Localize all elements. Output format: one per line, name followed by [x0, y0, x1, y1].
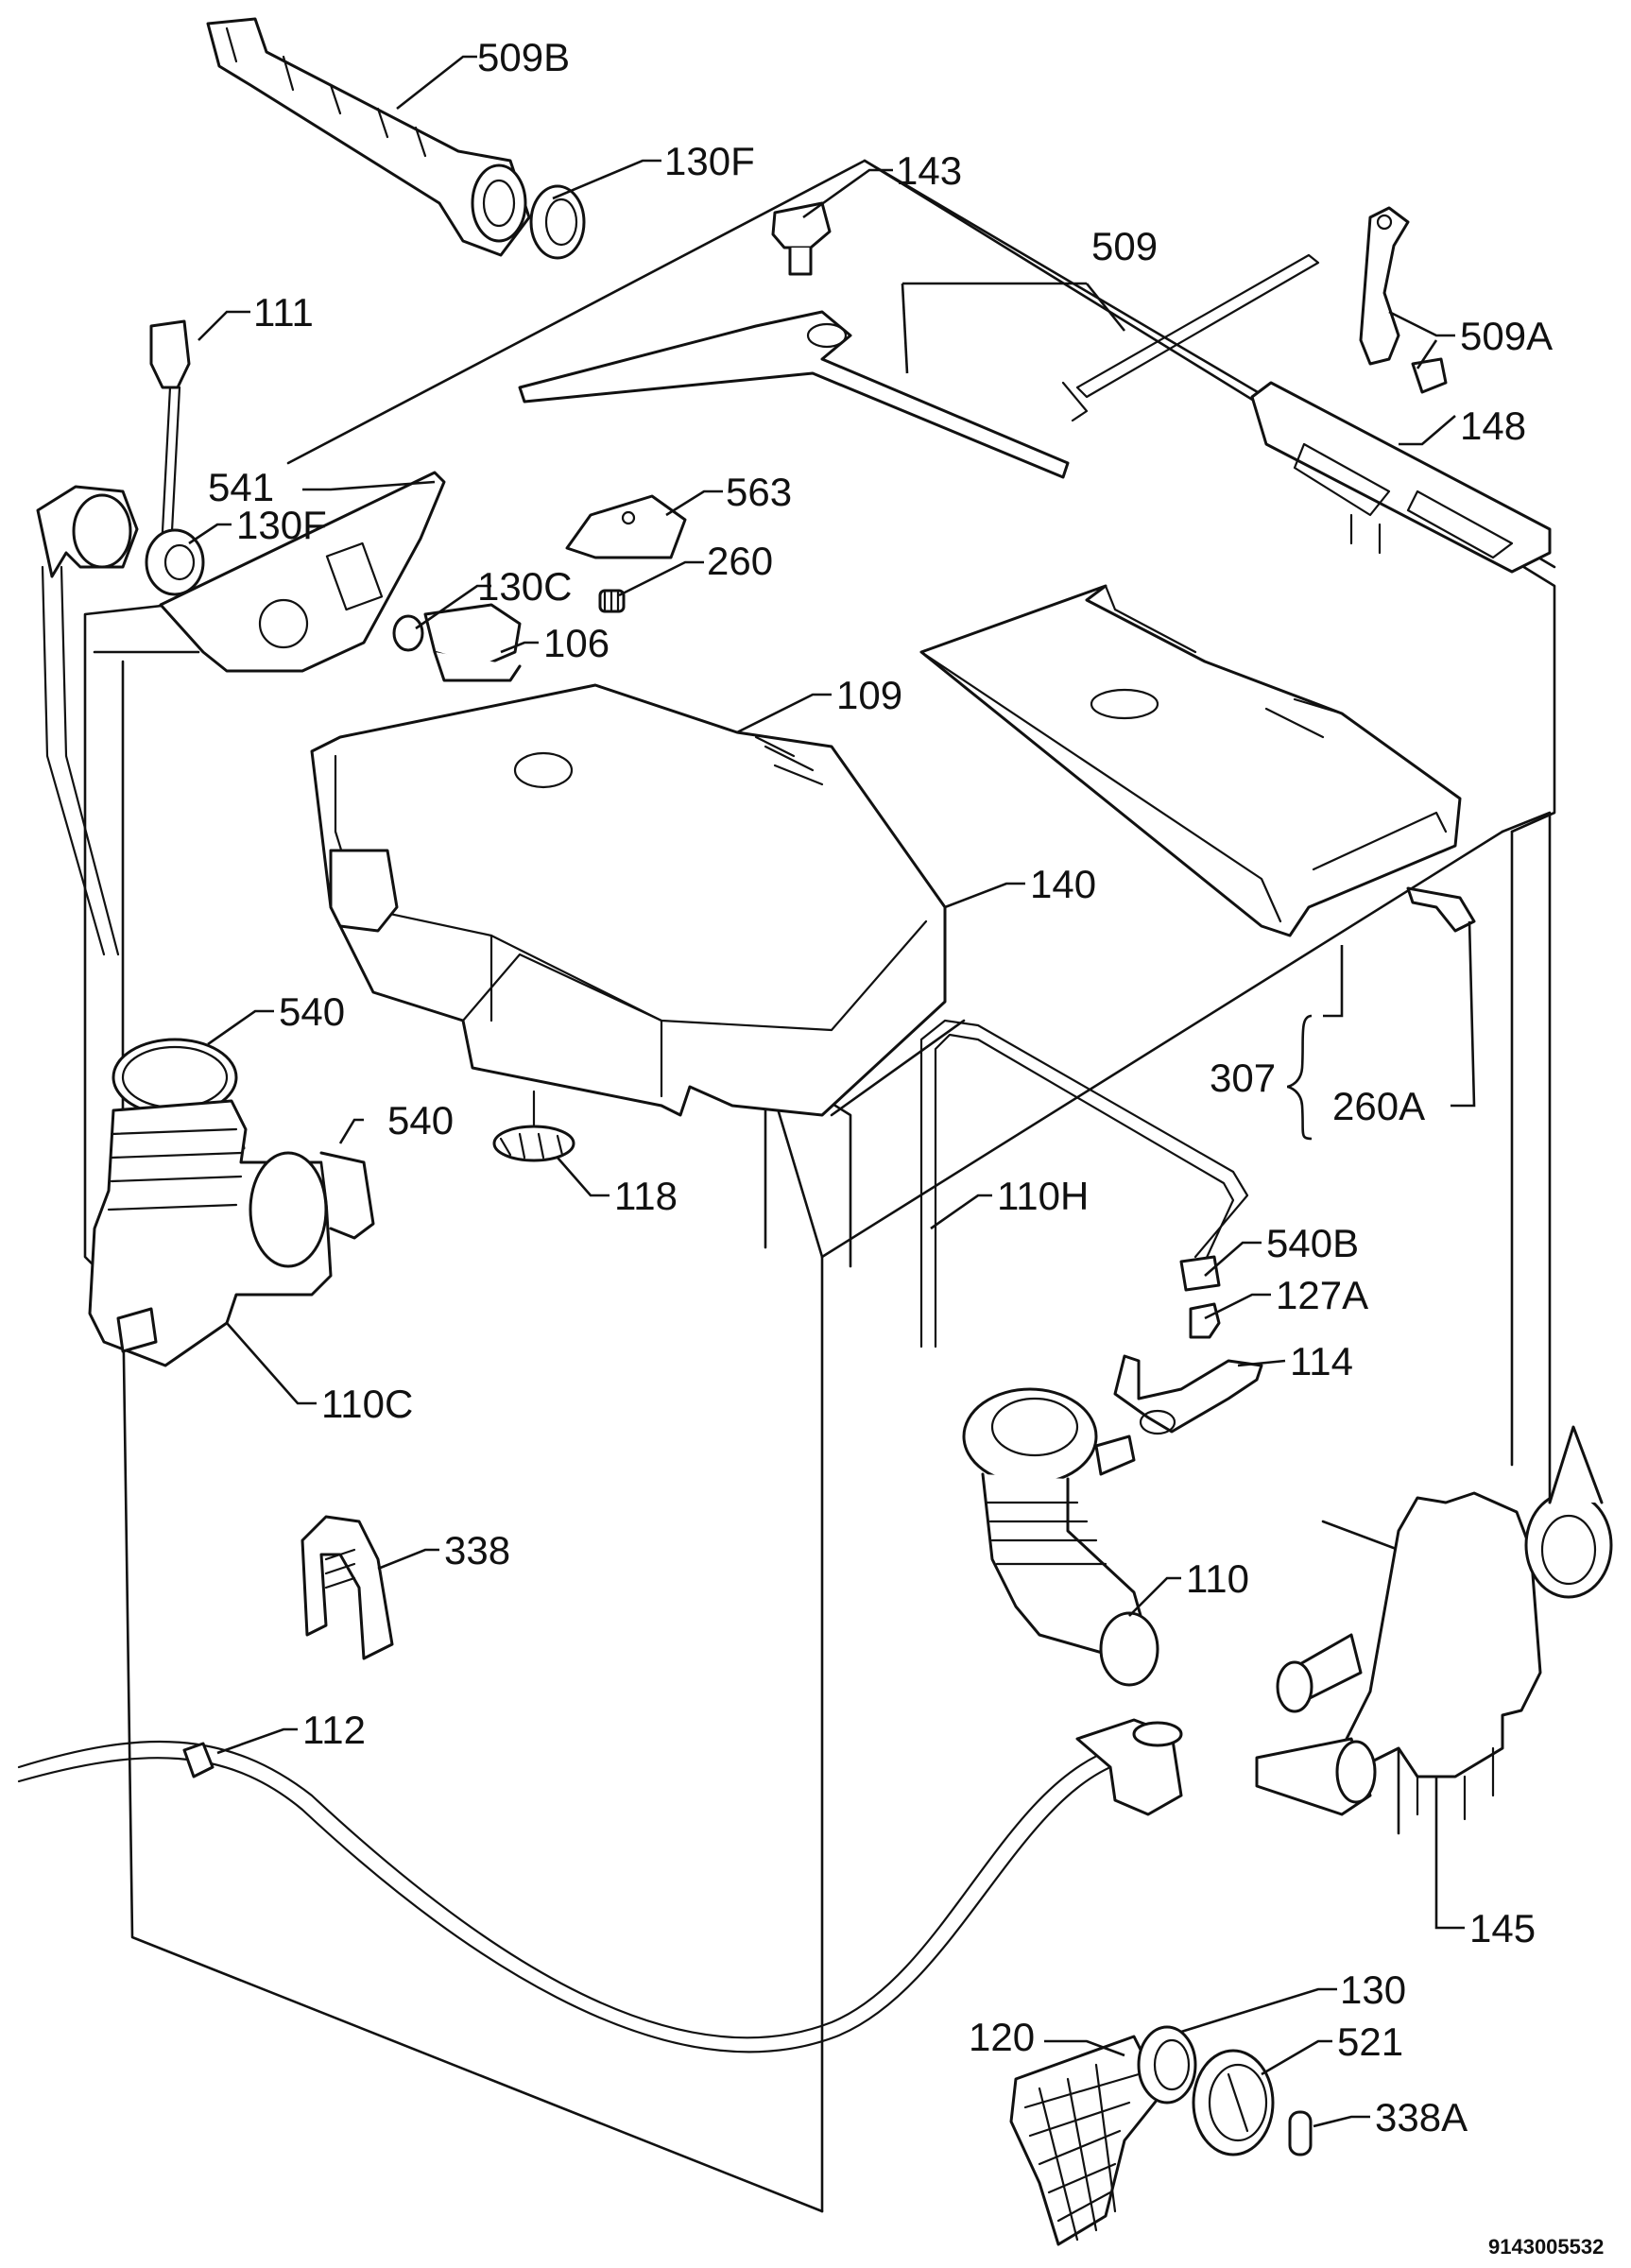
part-labels: 509B 130F 143 509 111 509A 148 541 130F …: [208, 35, 1604, 2259]
label-114: 114: [1290, 1339, 1353, 1383]
label-260: 260: [707, 539, 773, 583]
label-140: 140: [1030, 862, 1096, 906]
drawing-number: 9143005532: [1488, 2235, 1604, 2259]
label-145: 145: [1469, 1906, 1536, 1950]
label-307: 307: [1210, 1056, 1276, 1100]
part-130f-nut-left: [145, 528, 205, 596]
part-260-spring: [598, 589, 626, 613]
label-143: 143: [896, 148, 962, 193]
label-338: 338: [444, 1528, 510, 1572]
part-540b-clamp: [1179, 1255, 1221, 1292]
label-509a: 509A: [1460, 314, 1553, 358]
label-130f-top: 130F: [664, 139, 755, 183]
part-118-float: [492, 1090, 575, 1162]
part-114-bracket: [1113, 1354, 1263, 1435]
part-110-hose: [962, 1387, 1159, 1687]
label-110: 110: [1186, 1556, 1249, 1601]
label-260a: 260A: [1332, 1084, 1425, 1128]
part-inlet-hose-elbow: [36, 485, 139, 956]
label-540-b: 540: [387, 1098, 454, 1143]
label-111: 111: [253, 290, 314, 335]
part-145-pump: [1255, 1425, 1613, 1821]
part-112-drain-hose: [17, 1718, 1183, 2053]
label-130: 130: [1340, 1967, 1406, 2012]
part-109-dispenser-housing: [310, 683, 947, 1117]
label-509: 509: [1091, 224, 1158, 268]
label-112: 112: [302, 1708, 366, 1752]
label-118: 118: [614, 1174, 678, 1218]
label-109: 109: [836, 673, 902, 717]
label-563: 563: [726, 470, 792, 514]
part-541-bracket: [159, 471, 446, 673]
label-110c: 110C: [321, 1382, 413, 1426]
part-130-nut: [1137, 2025, 1197, 2105]
part-509a-lever: [1359, 206, 1448, 394]
leader-lines: [188, 55, 1476, 2128]
part-563-cover: [565, 494, 687, 559]
part-509-lever-arm: [518, 310, 1070, 479]
label-110h: 110H: [997, 1174, 1089, 1218]
part-110h-hose: [919, 1019, 1249, 1349]
part-130c-106-valve-assembly: [392, 603, 522, 682]
label-130f-left: 130F: [236, 503, 327, 547]
label-521: 521: [1337, 2019, 1403, 2064]
part-260a-clip: [1406, 886, 1476, 933]
label-106: 106: [543, 621, 609, 665]
label-509b: 509B: [477, 35, 570, 79]
part-127a-fitting: [1189, 1302, 1221, 1339]
label-127a: 127A: [1276, 1273, 1368, 1317]
label-120: 120: [969, 2015, 1035, 2059]
label-540b: 540B: [1266, 1221, 1359, 1265]
part-110c-sump-hose: [88, 1099, 375, 1367]
part-338a-pin: [1288, 2110, 1313, 2156]
part-148-handle: [1250, 381, 1552, 574]
part-140-drawer: [919, 584, 1462, 937]
label-540-a: 540: [279, 989, 345, 1034]
part-509b-inlet-pipe: [206, 17, 531, 257]
part-509-rod: [1061, 253, 1320, 422]
part-338-clip: [300, 1515, 394, 1660]
part-143-knob: [771, 201, 832, 276]
label-130c: 130C: [477, 564, 572, 609]
part-521-cap: [1192, 2049, 1275, 2156]
label-148: 148: [1460, 404, 1526, 448]
part-130f-nut-top: [529, 184, 586, 260]
label-541: 541: [208, 465, 274, 509]
label-338a: 338A: [1375, 2095, 1468, 2139]
